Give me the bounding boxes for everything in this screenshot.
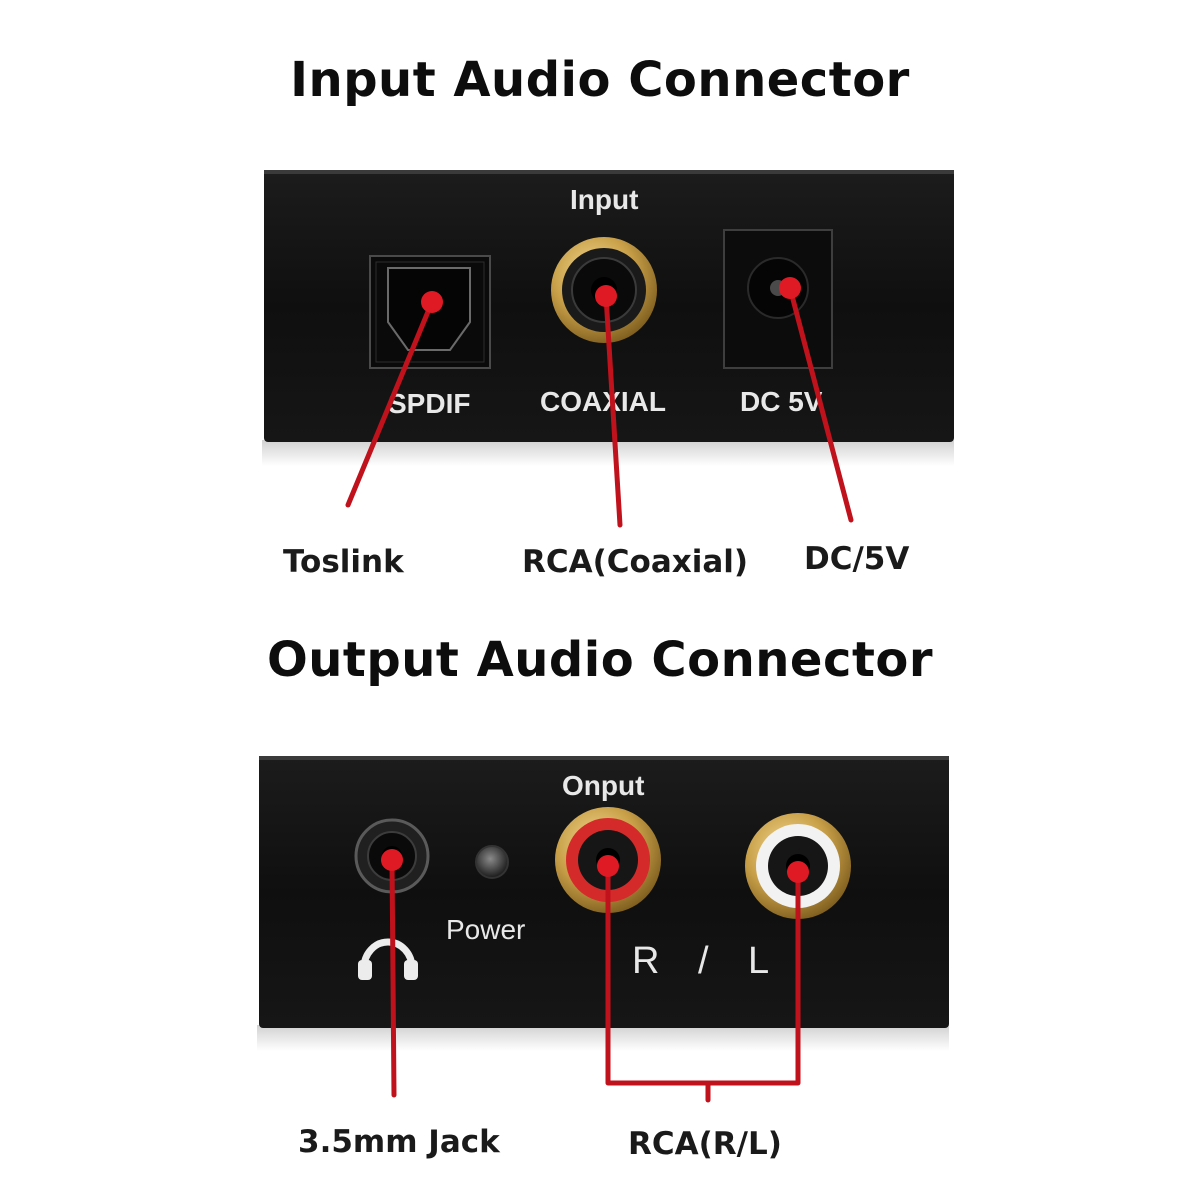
output-section-title: Output Audio Connector bbox=[266, 632, 934, 688]
toslink-marker-dot bbox=[421, 291, 443, 313]
dc-marker-dot bbox=[779, 277, 801, 299]
output-panel-heading: Onput bbox=[562, 770, 645, 801]
coaxial-marker-dot bbox=[595, 285, 617, 307]
dc-5v-label: DC 5V bbox=[740, 386, 823, 417]
jack-leader-line bbox=[389, 857, 397, 1098]
dc-5v-callout: DC/5V bbox=[804, 541, 910, 577]
spdif-label: SPDIF bbox=[388, 388, 471, 419]
rca-left-marker-dot bbox=[787, 861, 809, 883]
power-led-icon bbox=[475, 845, 509, 879]
input-section-title: Input Audio Connector bbox=[290, 52, 910, 108]
headphones-icon bbox=[358, 938, 418, 980]
jack-marker-dot bbox=[381, 849, 403, 871]
rca-rl-bracket-line bbox=[605, 863, 801, 1086]
toslink-leader-line bbox=[345, 299, 435, 508]
jack-callout: 3.5mm Jack bbox=[298, 1124, 500, 1160]
left-channel-label: L bbox=[748, 940, 770, 982]
input-panel-heading: Input bbox=[570, 184, 639, 215]
rca-rl-callout: RCA(R/L) bbox=[628, 1126, 782, 1162]
channel-separator-label: / bbox=[698, 940, 709, 982]
dc-leader-line bbox=[787, 285, 854, 523]
coaxial-leader-line bbox=[603, 293, 623, 528]
toslink-callout: Toslink bbox=[283, 544, 404, 580]
right-channel-label: R bbox=[632, 940, 660, 982]
power-label: Power bbox=[446, 914, 526, 945]
rca-right-marker-dot bbox=[597, 855, 619, 877]
dc-power-jack-icon bbox=[723, 229, 833, 369]
rca-coaxial-callout: RCA(Coaxial) bbox=[522, 544, 749, 580]
coaxial-label: COAXIAL bbox=[540, 386, 666, 417]
